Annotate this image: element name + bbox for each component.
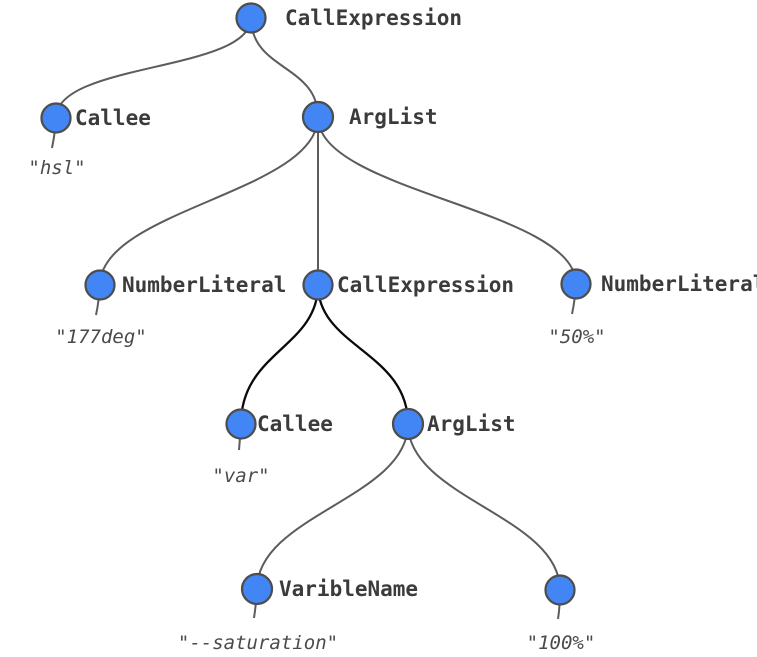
- node-labels: CallExpression Callee ArgList NumberLite…: [75, 6, 757, 601]
- node-label: NumberLiteral: [601, 272, 757, 296]
- node-unlabeled-leaf-100pct[interactable]: [544, 574, 576, 606]
- node-number-literal-177deg[interactable]: [84, 269, 116, 301]
- edge-arglist-to-numberliteral-left: [99, 116, 319, 286]
- edge-arglist-to-numberliteral-right: [317, 116, 577, 285]
- node-number-literal-50pct[interactable]: [560, 268, 592, 300]
- leaf-stems: [51, 117, 577, 620]
- edge-arglist-inner-to-variblename: [256, 423, 409, 590]
- edge-callexpression-to-callee-var: [239, 284, 320, 425]
- node-label: NumberLiteral: [122, 273, 286, 297]
- node-value: "100%": [527, 632, 596, 654]
- node-value: "177deg": [55, 326, 147, 348]
- node-call-expression-inner[interactable]: [302, 269, 334, 301]
- node-label: Callee: [257, 412, 333, 436]
- node-value: "var": [212, 465, 269, 487]
- node-varible-name[interactable]: [240, 572, 274, 606]
- node-value: "50%": [548, 326, 605, 348]
- node-value: "hsl": [28, 157, 85, 179]
- node-arglist-outer[interactable]: [301, 100, 335, 134]
- node-call-expression-root[interactable]: [235, 2, 267, 34]
- node-callee-hsl[interactable]: [40, 102, 72, 134]
- node-arglist-inner[interactable]: [391, 407, 425, 441]
- node-label: CallExpression: [337, 273, 514, 297]
- node-label: VaribleName: [279, 577, 418, 601]
- node-values: "hsl" "177deg" "50%" "var" "--saturation…: [28, 157, 605, 654]
- node-label: ArgList: [427, 412, 516, 436]
- edge-root-to-arglist: [250, 17, 319, 118]
- node-callee-var[interactable]: [225, 408, 257, 440]
- node-value: "--saturation": [178, 632, 338, 654]
- edge-arglist-inner-to-leaf: [407, 423, 561, 591]
- tree-nodes: [40, 2, 592, 606]
- node-label: ArgList: [349, 105, 438, 129]
- tree-edges: [55, 17, 577, 591]
- node-label: CallExpression: [285, 6, 462, 30]
- edge-callexpression-to-arglist-inner: [316, 284, 410, 425]
- node-label: Callee: [75, 106, 151, 130]
- edge-root-to-callee: [55, 17, 252, 119]
